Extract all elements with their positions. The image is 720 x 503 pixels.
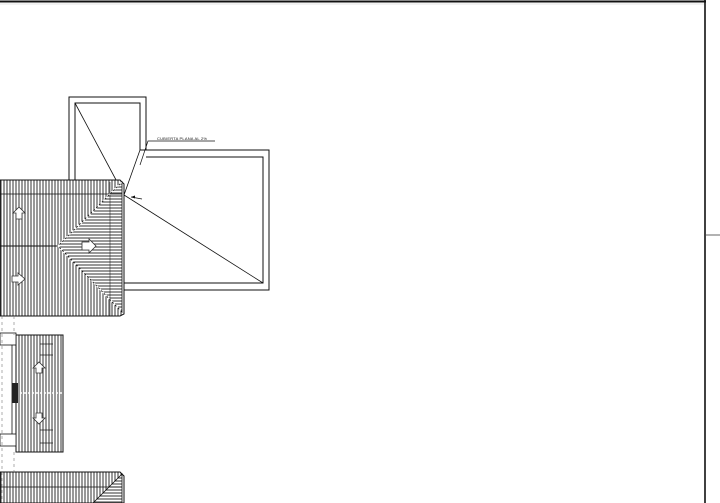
flat-roof-large — [123, 149, 270, 291]
axis-guides — [1, 316, 15, 503]
slope-arrow-icon — [81, 238, 97, 254]
gable-roof-middle — [0, 332, 64, 453]
hipped-roof-upper — [0, 179, 125, 317]
flat-roof-label: CUBIERTA PLANA AL 2% — [157, 136, 207, 141]
hipped-roof-lower — [0, 471, 125, 503]
slope-arrow-icon — [32, 361, 46, 374]
flat-roof-tall — [68, 96, 147, 194]
slope-arrow-icon — [11, 272, 26, 286]
flat-roof-annotation: CUBIERTA PLANA AL 2% — [130, 136, 215, 200]
slope-arrow-icon — [12, 206, 26, 220]
slope-arrow-icon — [32, 412, 46, 425]
